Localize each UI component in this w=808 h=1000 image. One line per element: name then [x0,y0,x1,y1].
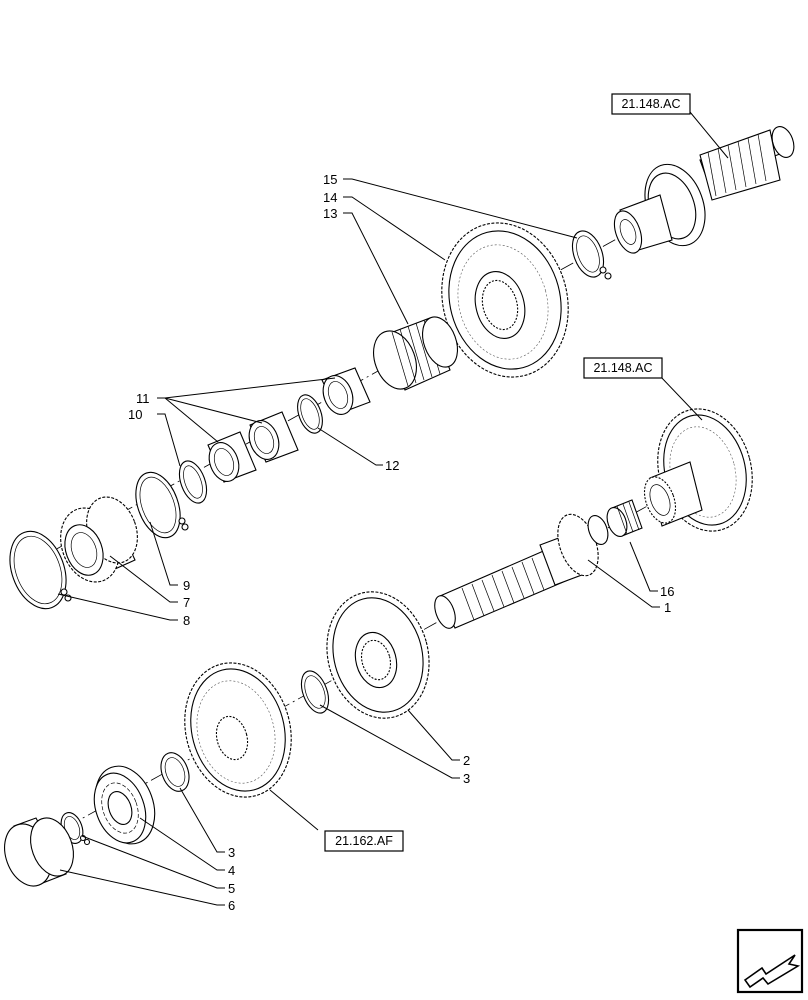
reference-cluster-label: 21.148.AC [593,361,652,375]
reference-lower-label: 21.162.AF [335,834,393,848]
reference-box-top[interactable]: 21.148.AC [611,93,691,115]
reference-top-label: 21.148.AC [621,97,680,111]
main-shaft-1 [434,513,609,629]
gear-7 [60,496,138,583]
bushing-11-a [321,367,371,415]
label-16: 16 [660,584,674,599]
cap-6 [4,817,74,887]
label-10: 10 [128,407,142,422]
snap-ring-12 [297,394,323,434]
bushing-11-b [248,411,299,463]
ring-9 [135,471,189,539]
reference-box-cluster[interactable]: 21.148.AC [583,357,663,379]
label-12: 12 [385,458,399,473]
label-6: 6 [228,898,235,913]
label-13: 13 [323,206,337,221]
ring-8 [9,530,72,610]
navigation-arrow-icon[interactable] [736,928,804,994]
ball-bearing-4 [93,765,156,845]
snap-ring-3-lower [160,752,190,792]
input-shaft [613,126,795,254]
label-8: 8 [183,613,190,628]
gear-2 [326,591,430,719]
label-7: 7 [183,595,190,610]
leader-lines [57,111,729,906]
gear-cluster [643,408,753,532]
gear-14 [441,222,569,378]
label-11: 11 [136,391,150,406]
label-1: 1 [664,600,671,615]
label-15: 15 [323,172,337,187]
label-3-lower: 3 [228,845,235,860]
label-14: 14 [323,190,337,205]
label-5: 5 [228,881,235,896]
reference-box-lower[interactable]: 21.162.AF [324,830,404,852]
label-9: 9 [183,578,190,593]
snap-ring-10 [178,460,208,504]
label-4: 4 [228,863,235,878]
bushing-11-c [207,431,257,483]
label-2: 2 [463,753,470,768]
needle-bearing-13 [373,316,459,391]
retaining-ring-15 [571,230,612,280]
needle-bearing-16 [606,499,643,537]
gear-lower [184,662,292,798]
snap-ring-3-upper [300,670,330,714]
label-3-upper: 3 [463,771,470,786]
